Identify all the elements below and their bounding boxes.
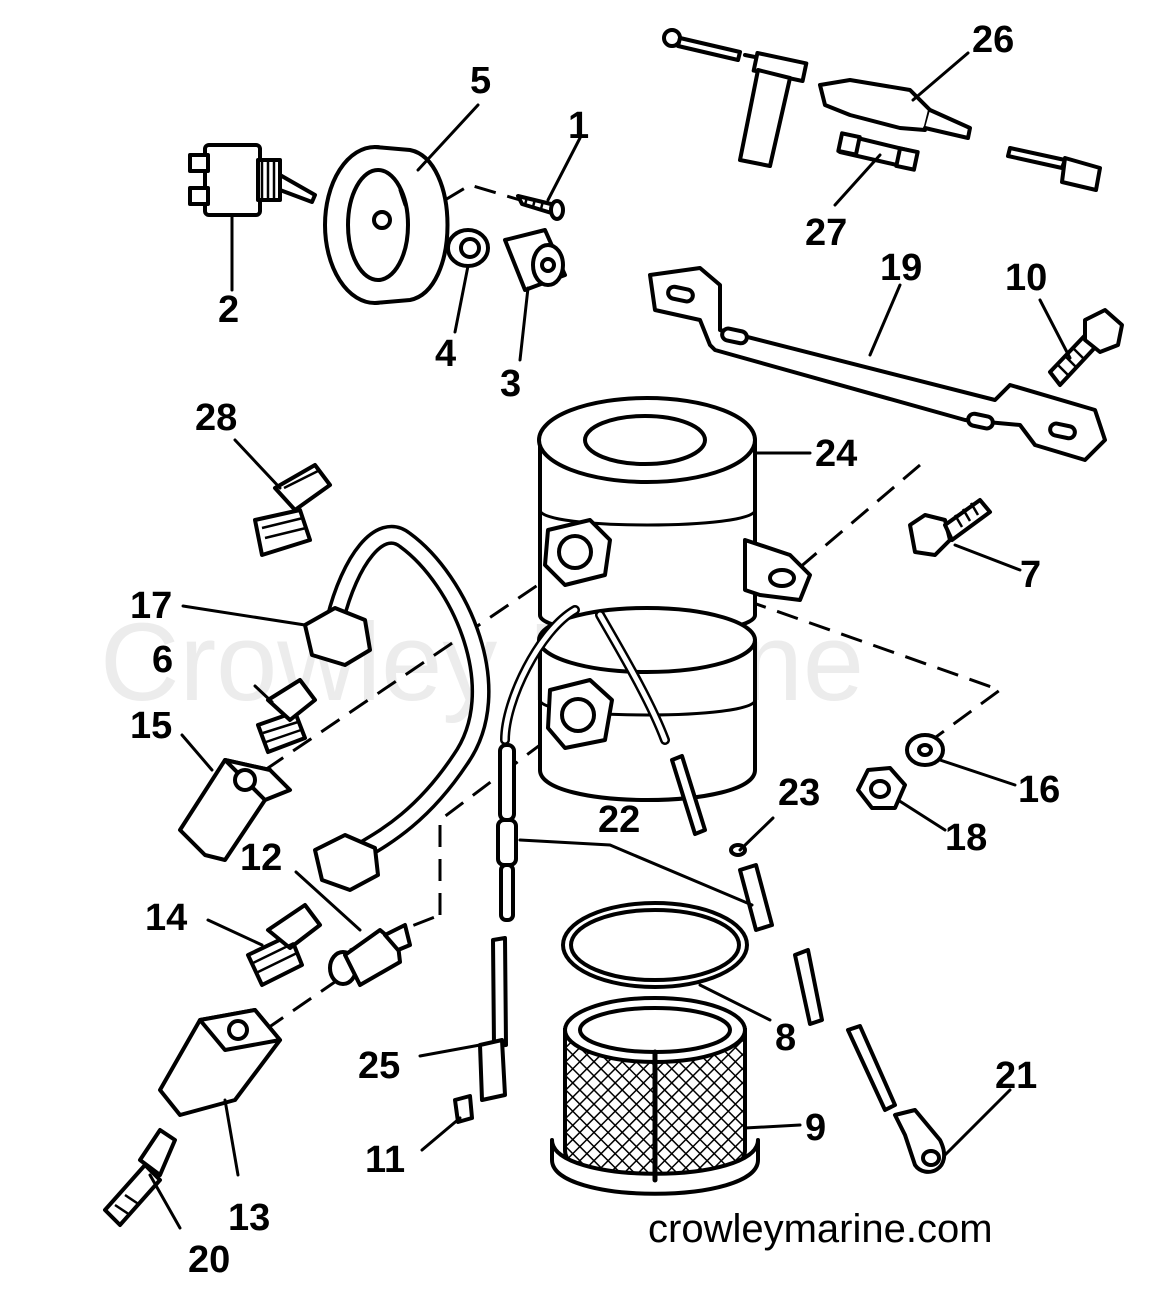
bolt-7-part [908, 498, 992, 557]
fitting-6-part [256, 678, 317, 754]
callout-19: 19 [880, 247, 922, 289]
callout-7: 7 [1020, 554, 1041, 596]
callout-14: 14 [145, 897, 187, 939]
callout-15: 15 [130, 705, 172, 747]
bracket-part [648, 266, 1107, 462]
callout-4: 4 [435, 333, 456, 375]
callout-8: 8 [775, 1017, 796, 1059]
callout-3: 3 [500, 363, 521, 405]
callout-9: 9 [805, 1107, 826, 1149]
callout-27: 27 [805, 212, 847, 254]
toggle-switch-part [188, 143, 317, 217]
leader-lines [148, 51, 1072, 1230]
callout-26: 26 [972, 19, 1014, 61]
callout-18: 18 [945, 817, 987, 859]
nut-18-part [856, 766, 907, 810]
footer-url[interactable]: crowleymarine.com [648, 1207, 993, 1251]
callout-11: 11 [365, 1139, 405, 1181]
fuel-pump-part [537, 396, 812, 802]
knob-part [323, 145, 450, 305]
fitting-14-part [246, 903, 322, 987]
callout-25: 25 [358, 1045, 400, 1087]
bushing-part [503, 228, 567, 292]
callout-5: 5 [470, 60, 491, 102]
fuel-line-part [303, 524, 491, 892]
o-ring-part [561, 901, 749, 989]
fitting-12-part [328, 923, 412, 987]
callout-10: 10 [1005, 257, 1047, 299]
callout-1: 1 [568, 105, 589, 147]
callout-20: 20 [188, 1239, 230, 1281]
callout-24: 24 [815, 433, 857, 475]
fuse-holder-part [662, 28, 1102, 192]
block-15-part [178, 758, 292, 862]
callout-16: 16 [1018, 769, 1060, 811]
callout-2: 2 [218, 289, 239, 331]
callout-6: 6 [152, 639, 173, 681]
callout-12: 12 [240, 837, 282, 879]
fuse-part [836, 131, 920, 172]
callout-17: 17 [130, 585, 172, 627]
filter-screen-part [550, 996, 760, 1196]
callout-13: 13 [228, 1197, 270, 1239]
callout-21: 21 [995, 1055, 1037, 1097]
callout-28: 28 [195, 397, 237, 439]
washer-16-part [905, 733, 945, 767]
wire-harness-part [453, 605, 947, 1174]
fitting-28-part [253, 463, 332, 557]
fitting-20-part [103, 1128, 177, 1227]
callout-labels: 1 2 3 4 5 6 7 8 9 10 11 12 13 14 15 16 1… [130, 19, 1060, 1281]
block-13-part [158, 1008, 282, 1117]
callout-23: 23 [778, 772, 820, 814]
bolt-10-part [1048, 308, 1124, 387]
nut-part [446, 228, 490, 268]
callout-22: 22 [598, 799, 640, 841]
screw-part [516, 194, 565, 221]
